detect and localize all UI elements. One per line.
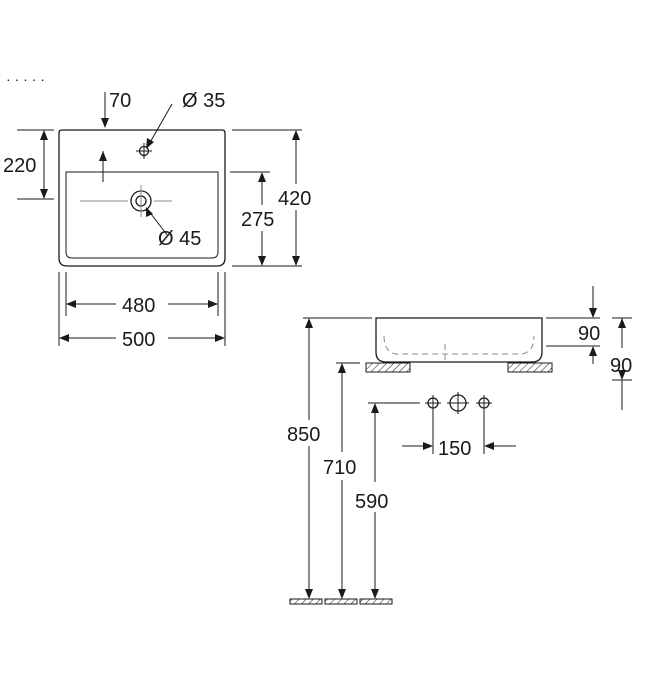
side-view: 90 90 150 [287,286,632,605]
dim-dia45-label: Ø 45 [158,228,201,250]
tap-hole [136,143,152,159]
dim-710-label: 710 [323,457,356,479]
tap-fitting-center [447,392,469,414]
basin-profile [375,317,543,363]
dim-420-label: 420 [278,188,311,210]
waste-outlet [80,185,172,217]
tap-fitting-right [476,395,492,411]
tap-fitting-left [425,395,441,411]
floor-plate-590 [359,598,393,605]
dim-500-label: 500 [122,329,155,351]
dim-90-basin-label: 90 [578,323,600,345]
countertop-right [507,362,553,373]
dim-850-label: 850 [287,424,320,446]
basin-bowl-top [65,171,219,259]
floor-plate-710 [324,598,358,605]
dim-90-right-label: 90 [610,355,632,377]
top-view: · · · · · 70 Ø 35 [3,71,318,351]
dim-220-label: 220 [3,155,36,177]
floor-plate-850 [289,598,323,605]
dim-dia35-label: Ø 35 [182,90,225,112]
basin-inner-profile [383,335,535,355]
cropped-header-fragment: · · · · · [6,71,45,87]
dim-150-label: 150 [438,438,471,460]
dim-70-label: 70 [109,90,131,112]
dim-480-label: 480 [122,295,155,317]
dim-590-label: 590 [355,491,388,513]
basin-outline-top [58,129,226,267]
dim-275-label: 275 [241,209,274,231]
countertop-left [365,362,411,373]
